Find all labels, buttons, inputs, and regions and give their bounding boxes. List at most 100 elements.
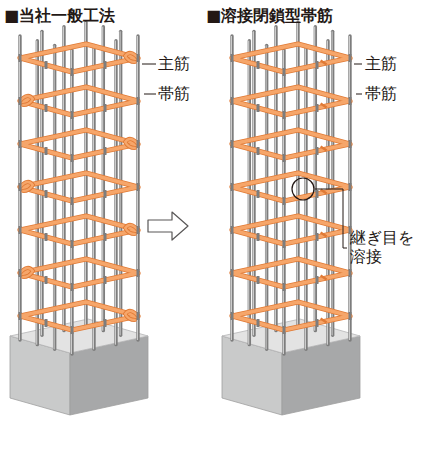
- base-top: [222, 319, 360, 353]
- main-bar: [71, 111, 74, 119]
- hoop: [20, 216, 138, 244]
- main-bar: [45, 276, 48, 284]
- hoop: [20, 302, 138, 330]
- main-bar: [45, 147, 48, 155]
- main-bar-shine: [71, 50, 72, 354]
- hoop: [232, 173, 350, 201]
- weld-mark: [321, 104, 327, 108]
- leader-line: [144, 94, 156, 95]
- main-bar: [45, 190, 48, 198]
- concrete-base: [222, 319, 360, 415]
- main-bar: [349, 54, 352, 62]
- section-heading: ■当社一般工法: [4, 6, 115, 25]
- hoop-hook: [20, 96, 33, 105]
- main-bar: [283, 326, 286, 334]
- main-bar: [104, 61, 107, 69]
- main-bar: [136, 36, 139, 340]
- main-bar: [19, 269, 22, 277]
- main-bar: [137, 97, 140, 105]
- main-bar: [283, 283, 286, 291]
- hoop-outline: [232, 173, 350, 201]
- hoop: [232, 130, 350, 158]
- hoop: [20, 44, 138, 72]
- hoop-outline: [232, 302, 350, 330]
- main-bar: [137, 269, 140, 277]
- hoop-hook: [20, 268, 33, 277]
- main-bar: [231, 140, 234, 148]
- part-label: 帯筋: [365, 84, 397, 103]
- hoop-hook: [125, 139, 138, 148]
- section-heading: ■溶接閉鎖型帯筋: [206, 6, 333, 25]
- main-bar: [349, 269, 352, 277]
- hoop-outline: [20, 44, 138, 72]
- part-label: 帯筋: [158, 84, 190, 103]
- weld-mark: [321, 276, 327, 280]
- main-bar: [19, 312, 22, 320]
- main-bar: [19, 54, 22, 62]
- main-bar: [316, 276, 319, 284]
- main-bar: [19, 183, 22, 191]
- main-bar: [104, 276, 107, 284]
- main-bar: [257, 190, 260, 198]
- main-bar: [45, 104, 48, 112]
- hoop-hook: [125, 139, 138, 148]
- main-bar: [45, 233, 48, 241]
- callout-label: 継ぎ目を 溶接: [350, 228, 418, 266]
- main-bar: [71, 326, 74, 334]
- main-bar: [316, 233, 319, 241]
- main-bar: [257, 276, 260, 284]
- hoop-hook: [125, 225, 138, 234]
- hoop-hook: [20, 96, 33, 105]
- main-bar: [283, 111, 286, 119]
- part-label: 主筋: [158, 54, 190, 73]
- rebar-column: [10, 22, 148, 415]
- main-bar: [231, 54, 234, 62]
- main-bar-shine: [19, 36, 20, 340]
- main-bar: [231, 97, 234, 105]
- leader-line: [354, 64, 362, 65]
- hoop: [232, 259, 350, 287]
- main-bar: [349, 97, 352, 105]
- main-bar: [283, 197, 286, 205]
- hoop-hook: [125, 225, 138, 234]
- main-bar-shine: [283, 50, 284, 354]
- main-bar: [19, 97, 22, 105]
- main-bar: [104, 233, 107, 241]
- main-bar: [71, 197, 74, 205]
- hoop-outline: [20, 173, 138, 201]
- main-bar: [137, 226, 140, 234]
- weld-mark: [321, 147, 327, 151]
- hoop-outline: [232, 216, 350, 244]
- hoop: [20, 173, 138, 201]
- main-bar: [257, 104, 260, 112]
- main-bar: [231, 312, 234, 320]
- main-bar: [104, 104, 107, 112]
- main-bar: [104, 319, 107, 327]
- main-bar: [257, 233, 260, 241]
- main-bar-shine: [349, 36, 350, 340]
- leader-line: [356, 94, 362, 95]
- main-bar: [71, 240, 74, 248]
- main-bar: [137, 54, 140, 62]
- hoop-outline: [232, 44, 350, 72]
- hoop: [232, 44, 350, 72]
- main-bar: [231, 269, 234, 277]
- hoop: [20, 87, 138, 115]
- hoop-hook: [20, 268, 33, 277]
- main-bar: [137, 140, 140, 148]
- main-bar: [283, 68, 286, 76]
- hoop-outline: [20, 87, 138, 115]
- main-bar: [257, 61, 260, 69]
- main-bar: [257, 319, 260, 327]
- hoop-outline: [232, 130, 350, 158]
- hoop-hook: [125, 311, 138, 320]
- leader-line: [142, 64, 156, 65]
- hoop: [20, 259, 138, 287]
- main-bar: [137, 312, 140, 320]
- hoop-outline: [232, 259, 350, 287]
- main-bar: [316, 319, 319, 327]
- main-bar: [45, 61, 48, 69]
- hoop-outline: [20, 302, 138, 330]
- hoop: [232, 87, 350, 115]
